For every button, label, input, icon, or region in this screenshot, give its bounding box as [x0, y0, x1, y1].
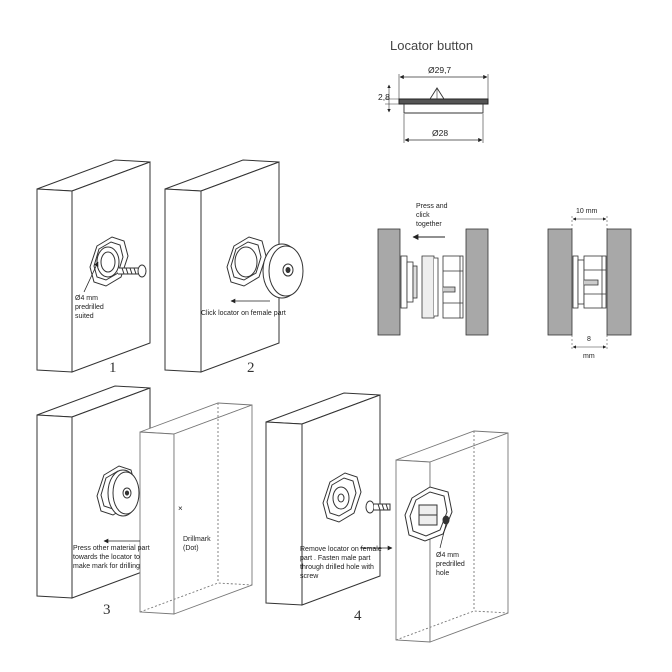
step-3-drill-dot: × [178, 504, 183, 513]
dim-height: 2,8 [378, 92, 390, 102]
step-4-female-part [404, 486, 453, 542]
step-1-leader [83, 261, 99, 293]
step-3-note-3: make mark for drilling [73, 563, 140, 570]
step-3-panel-front [36, 385, 151, 599]
step-4-number: 4 [354, 608, 362, 624]
step-4-note-1: Remove locator on female [300, 546, 382, 553]
press-label-line2: click [416, 212, 430, 219]
step-4-panel-front [265, 392, 381, 606]
step-3-panel-ghost [139, 402, 253, 615]
step-4-note-3: through drilled hole with [300, 564, 374, 571]
step-2-panel [164, 159, 304, 373]
step-3-number: 3 [103, 602, 111, 618]
dim-depth-unit: mm [583, 353, 595, 360]
step-3-drillmark-2: (Dot) [183, 545, 199, 552]
step-4-hole-3: hole [436, 570, 449, 577]
press-label-line3: together [416, 221, 442, 228]
step-1-note-1: Ø4 mm [75, 295, 98, 302]
step-1-panel [36, 159, 151, 373]
step-4-panel-ghost [395, 430, 509, 643]
step-1-note-3: suited [75, 313, 94, 320]
step-3-drillmark-1: Drillmark [183, 536, 211, 543]
section-view-press [377, 228, 489, 336]
press-label-line1: Press and [416, 203, 448, 210]
step-2-note-1: Click locator on female part [201, 310, 286, 317]
step-1-note-2: predrilled [75, 304, 104, 311]
step-3-note-2: towards the locator to [73, 554, 140, 561]
step-4-hole-1: Ø4 mm [436, 552, 459, 559]
step-4-hole-leader [439, 523, 447, 549]
dim-top-diameter: Ø29,7 [428, 65, 451, 75]
dim-bottom-diameter: Ø28 [432, 128, 448, 138]
step-2-number: 2 [247, 360, 255, 376]
step-4-hole-2: predrilled [436, 561, 465, 568]
step-3-note-1: Press other material part [73, 545, 150, 552]
step-4-note-4: screw [300, 573, 319, 580]
step-4-screw [365, 500, 391, 514]
dim-depth-value: 8 [587, 336, 591, 343]
section-view-assembled [547, 216, 632, 350]
diagram-title: Locator button [390, 38, 473, 53]
step-4-note-2: part . Fasten male part [300, 555, 370, 562]
step-1-number: 1 [109, 360, 117, 376]
dim-gap-width: 10 mm [576, 208, 598, 215]
locator-profile-drawing [385, 74, 489, 143]
